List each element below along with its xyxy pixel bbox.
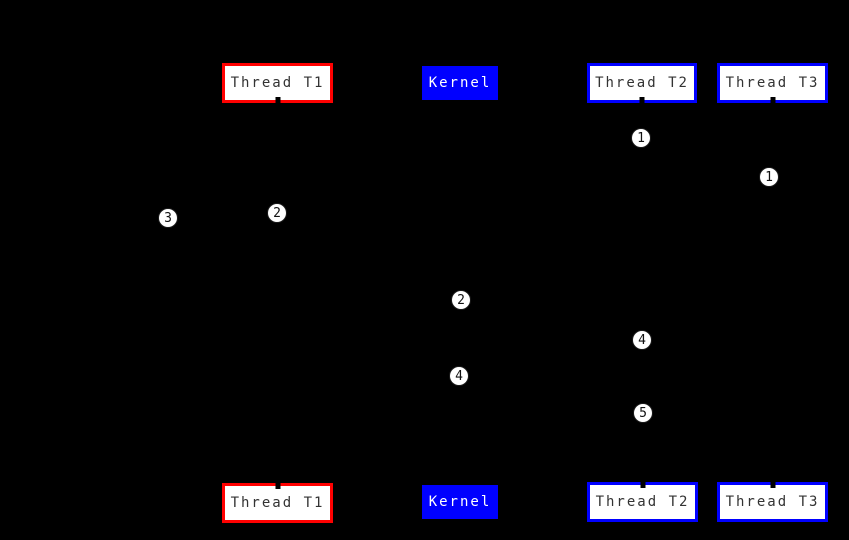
marker-2-kernel: 2 [451, 290, 471, 310]
marker-1-t2: 1 [631, 128, 651, 148]
lifeline-notch [640, 482, 645, 488]
marker-number: 1 [765, 169, 773, 185]
thread-t3-label: Thread T3 [725, 75, 820, 91]
marker-4-t2: 4 [632, 330, 652, 350]
marker-5-t2: 5 [633, 403, 653, 423]
marker-number: 4 [455, 368, 463, 384]
lifeline-notch [770, 482, 775, 488]
lifeline-notch [275, 97, 280, 103]
thread-t2-label: Thread T2 [595, 494, 690, 510]
kernel-box-bottom: Kernel [422, 485, 498, 519]
thread-t3-label: Thread T3 [725, 494, 820, 510]
thread-t2-label: Thread T2 [595, 75, 689, 91]
lifeline-notch [275, 483, 280, 489]
marker-3: 3 [158, 208, 178, 228]
marker-number: 4 [638, 332, 646, 348]
kernel-label: Kernel [428, 75, 492, 91]
thread-t3-box-top: Thread T3 [717, 63, 828, 103]
marker-2-t1: 2 [267, 203, 287, 223]
thread-t1-label: Thread T1 [230, 75, 325, 91]
marker-number: 2 [273, 205, 281, 221]
thread-t3-box-bottom: Thread T3 [717, 482, 828, 522]
marker-1-t3: 1 [759, 167, 779, 187]
marker-number: 3 [164, 210, 172, 226]
marker-4-kernel: 4 [449, 366, 469, 386]
kernel-box-top: Kernel [422, 66, 498, 100]
thread-t2-box-bottom: Thread T2 [587, 482, 698, 522]
thread-t1-box-top: Thread T1 [222, 63, 333, 103]
lifeline-notch [770, 97, 775, 103]
marker-number: 1 [637, 130, 645, 146]
kernel-label: Kernel [428, 494, 492, 510]
marker-number: 5 [639, 405, 647, 421]
thread-t2-box-top: Thread T2 [587, 63, 697, 103]
thread-t1-label: Thread T1 [230, 495, 325, 511]
lifeline-notch [639, 97, 645, 103]
thread-t1-box-bottom: Thread T1 [222, 483, 333, 523]
marker-number: 2 [457, 292, 465, 308]
